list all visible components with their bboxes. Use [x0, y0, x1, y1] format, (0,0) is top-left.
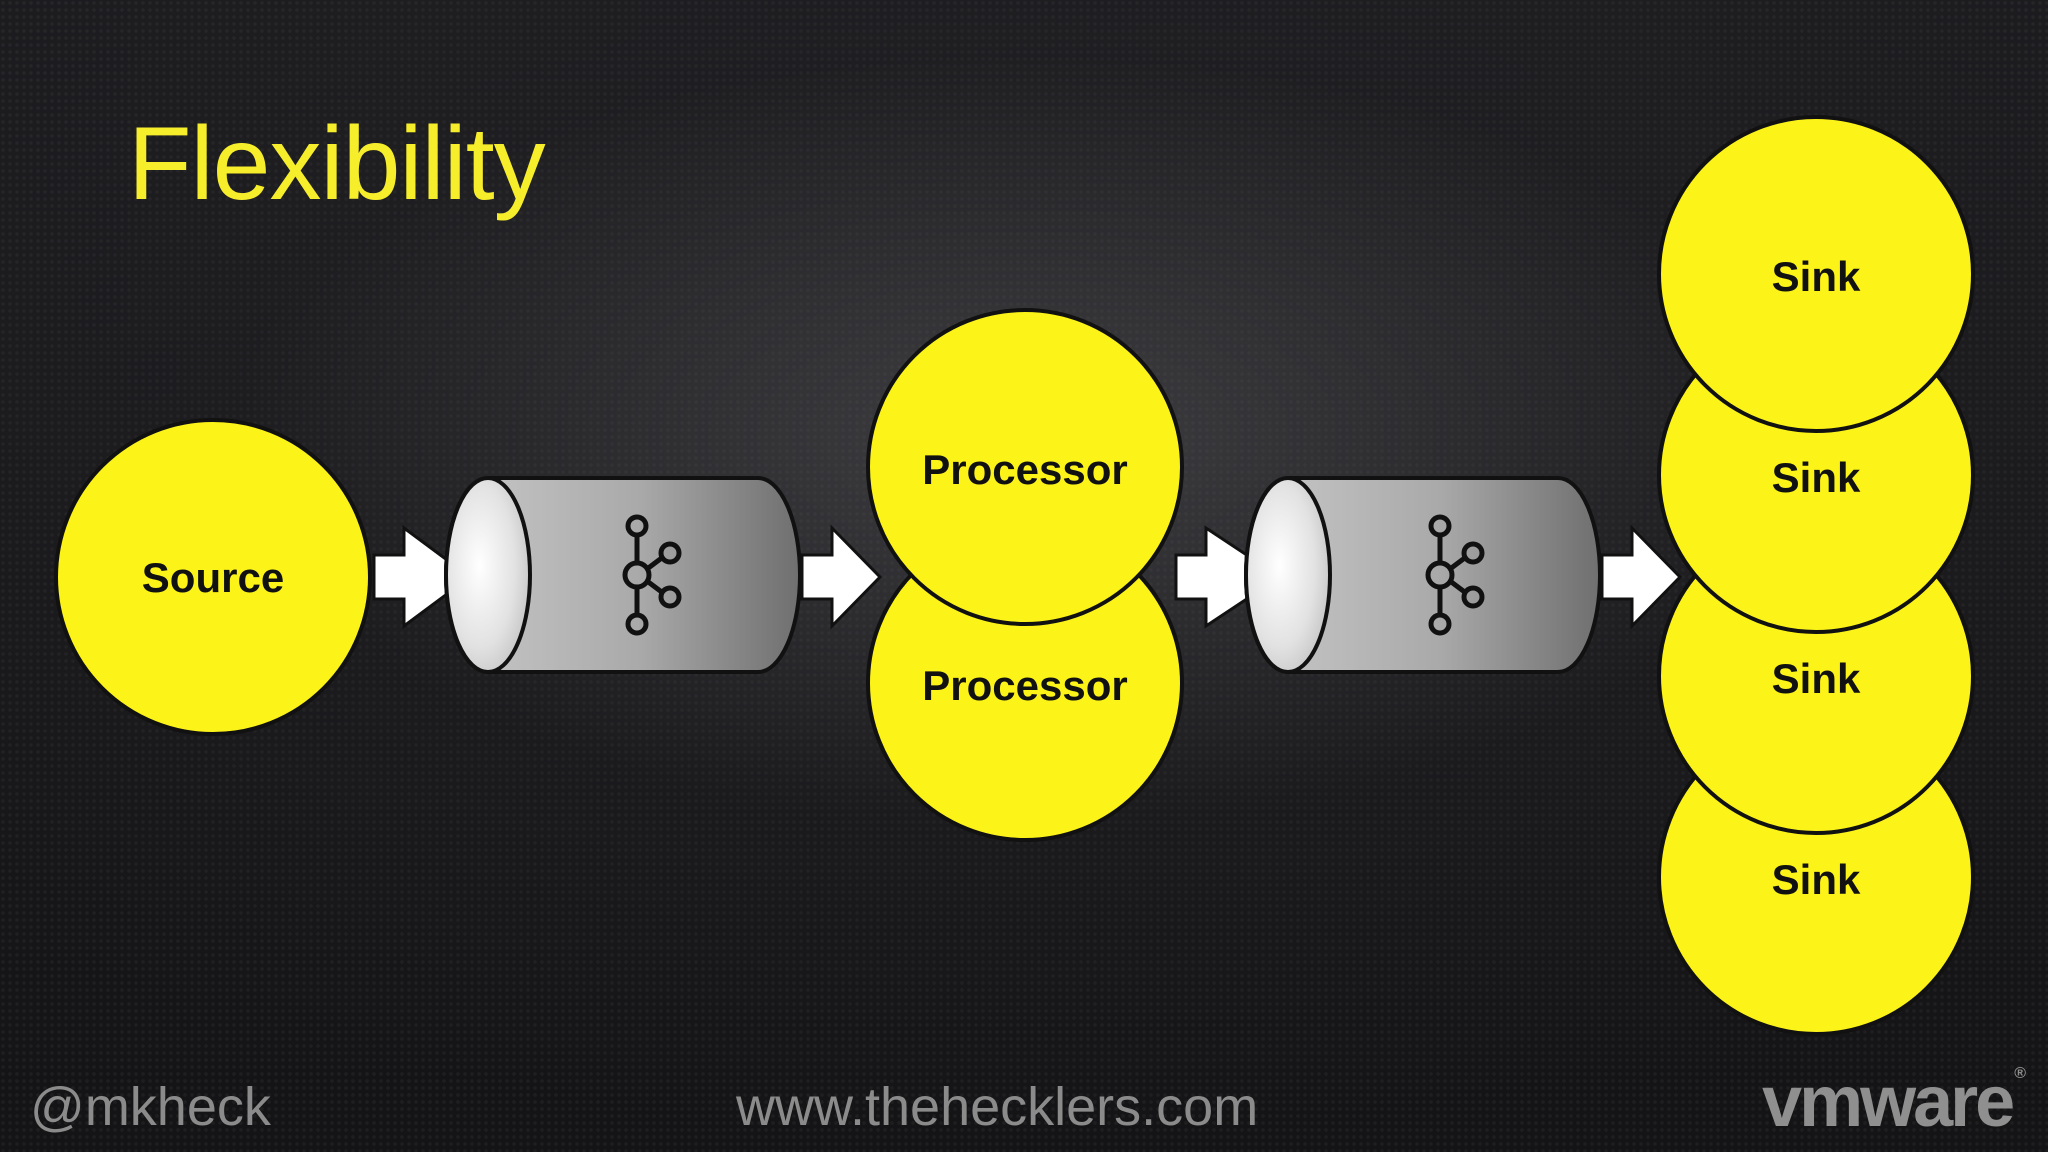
twitter-handle: @mkheck	[30, 1077, 271, 1137]
processor-node: Processor	[866, 308, 1184, 626]
sink-label: Sink	[1772, 655, 1861, 702]
processor-label: Processor	[922, 662, 1127, 709]
source-label: Source	[142, 554, 284, 601]
sink-label: Sink	[1772, 856, 1861, 903]
right-arrow-icon	[1174, 525, 1283, 629]
sink-label: Sink	[1772, 454, 1861, 501]
processor-label: Processor	[922, 446, 1127, 493]
right-arrow-icon	[1600, 524, 1683, 630]
source-node: Source	[54, 418, 372, 736]
kafka-topic-icon	[1425, 514, 1485, 636]
vmware-logo-text: vmware	[1762, 1062, 2015, 1142]
sink-node: Sink	[1657, 115, 1975, 433]
registered-mark: ®	[2014, 1065, 2026, 1082]
sink-label: Sink	[1772, 253, 1861, 300]
website-url: www.thehecklers.com	[736, 1077, 1259, 1137]
slide-title: Flexibility	[128, 106, 546, 222]
vmware-logo: vmware®	[1762, 1065, 2026, 1139]
right-arrow-icon	[800, 524, 883, 630]
kafka-topic-icon	[622, 514, 682, 636]
kafka-topic-cylinder	[444, 476, 802, 674]
kafka-topic-cylinder	[1244, 476, 1602, 674]
right-arrow-icon	[372, 525, 473, 629]
